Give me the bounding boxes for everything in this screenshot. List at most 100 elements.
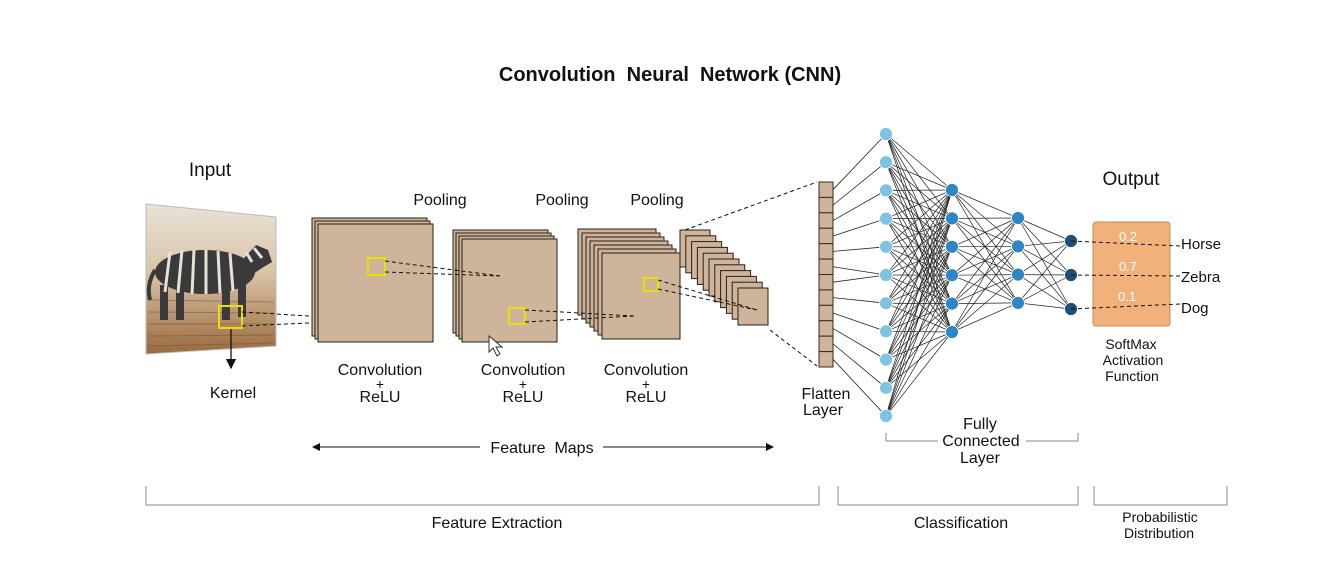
- output-value-2: 0.1: [1118, 289, 1136, 304]
- feature-map-3-7: [601, 252, 681, 340]
- flatten-label: Flatten Layer: [802, 386, 851, 419]
- network-edge: [1017, 240, 1072, 304]
- kernel-box: [218, 305, 243, 329]
- neuron-layer-1: [879, 155, 893, 170]
- probabilistic-bracket: [1093, 486, 1228, 506]
- output-class-2: Dog: [1181, 300, 1209, 317]
- neuron-layer-2: [945, 268, 959, 283]
- svg-text:ReLU: ReLU: [503, 389, 544, 406]
- output-value-1: 0.7: [1119, 259, 1137, 274]
- neuron-layer-1: [879, 324, 893, 339]
- neuron-layer-2: [945, 211, 959, 226]
- feature-extraction-bracket: [145, 486, 820, 506]
- feature-map-1-3: [317, 223, 434, 343]
- svg-text:0.1: 0.1: [1118, 289, 1136, 304]
- diagram-title: Convolution Neural Network (CNN): [499, 64, 841, 86]
- feature-map-4-11: [737, 287, 769, 326]
- network-edge: [885, 331, 953, 417]
- svg-text:Convolution: Convolution: [338, 362, 423, 379]
- input-label: Input: [189, 160, 232, 181]
- flatten-cell: [818, 289, 834, 306]
- neuron-layer-1: [879, 211, 893, 226]
- neuron-layer-1: [879, 380, 893, 395]
- pooling-label-2: Pooling: [535, 192, 588, 209]
- svg-text:Fully: Fully: [963, 416, 997, 433]
- network-edge: [1017, 217, 1072, 276]
- network-edge: [1017, 274, 1072, 304]
- network-edge: [885, 189, 953, 248]
- network-edge: [951, 217, 1019, 248]
- flatten-connection: [832, 274, 887, 283]
- network-edge: [1017, 240, 1072, 247]
- network-edge: [885, 275, 953, 417]
- classification-label: Classification: [914, 515, 1008, 532]
- neuron-layer-1: [879, 352, 893, 367]
- classification-bracket: [837, 486, 1079, 506]
- output-class-0: Horse: [1181, 236, 1221, 253]
- flatten-cell: [818, 274, 834, 291]
- stage2-window: [508, 307, 526, 325]
- flatten-connection: [832, 359, 887, 417]
- neuron-layer-1: [879, 183, 893, 198]
- network-edge: [1017, 240, 1072, 275]
- neuron-layer-2: [945, 239, 959, 254]
- network-edge: [885, 189, 953, 388]
- neuron-layer-1: [879, 296, 893, 311]
- network-edge: [885, 189, 953, 360]
- flatten-connection: [832, 190, 887, 221]
- flatten-cell: [818, 320, 834, 337]
- flatten-connection: [832, 328, 887, 360]
- flatten-connection: [832, 297, 887, 304]
- softmax-label: SoftMax Activation Function: [1103, 336, 1164, 384]
- kernel-label: Kernel: [210, 385, 256, 402]
- svg-text:Connected: Connected: [942, 433, 1019, 450]
- stage3-window: [643, 277, 659, 292]
- network-edge: [951, 246, 1019, 333]
- svg-text:Convolution: Convolution: [604, 362, 689, 379]
- svg-text:Layer: Layer: [960, 450, 1001, 467]
- probabilistic-label: Probabilistic Distribution: [1122, 509, 1197, 541]
- flatten-layer: [818, 181, 834, 368]
- neuron-layer-1: [879, 409, 893, 423]
- network-edge: [951, 274, 1019, 333]
- flatten-cell: [818, 304, 834, 322]
- network-connections: [832, 133, 1072, 417]
- svg-text:Distribution: Distribution: [1124, 525, 1194, 541]
- network-edge: [885, 189, 953, 417]
- svg-text:0.7: 0.7: [1119, 259, 1137, 274]
- output-label: Output: [1102, 169, 1160, 190]
- pooling-label-3: Pooling: [630, 192, 683, 209]
- network-edge: [951, 217, 1019, 333]
- network-edge: [885, 189, 953, 304]
- network-edge: [885, 189, 953, 332]
- stage1-window: [367, 257, 386, 276]
- svg-text:Layer: Layer: [803, 402, 844, 419]
- svg-text:ReLU: ReLU: [626, 389, 667, 406]
- neuron-layer-1: [879, 127, 893, 141]
- network-edge: [1017, 217, 1072, 310]
- network-edge: [885, 189, 953, 276]
- neuron-layer-2: [945, 325, 959, 339]
- flatten-connection: [832, 218, 887, 237]
- network-edge: [1017, 217, 1072, 242]
- output-class-1: Zebra: [1181, 269, 1221, 286]
- flatten-connection: [832, 246, 887, 252]
- feature-extraction-label: Feature Extraction: [432, 515, 563, 532]
- neuron-layer-3: [1011, 295, 1025, 310]
- feature-map-stacks: [311, 217, 769, 343]
- output-value-0: 0.2: [1119, 229, 1137, 244]
- network-edge: [951, 189, 1019, 219]
- neuron-layer-3: [1011, 211, 1025, 225]
- svg-text:+: +: [376, 376, 384, 392]
- flatten-connection: [832, 266, 887, 276]
- network-edge: [951, 217, 1019, 304]
- feature-map-2-4: [461, 238, 558, 343]
- neuron-layer-3: [1011, 267, 1025, 282]
- svg-text:Activation: Activation: [1103, 352, 1164, 368]
- input-image: [145, 203, 277, 355]
- flatten-cell: [818, 351, 834, 368]
- fc-label: Fully Connected Layer: [942, 416, 1019, 467]
- network-edge: [1017, 302, 1072, 310]
- flatten-connection: [832, 161, 887, 206]
